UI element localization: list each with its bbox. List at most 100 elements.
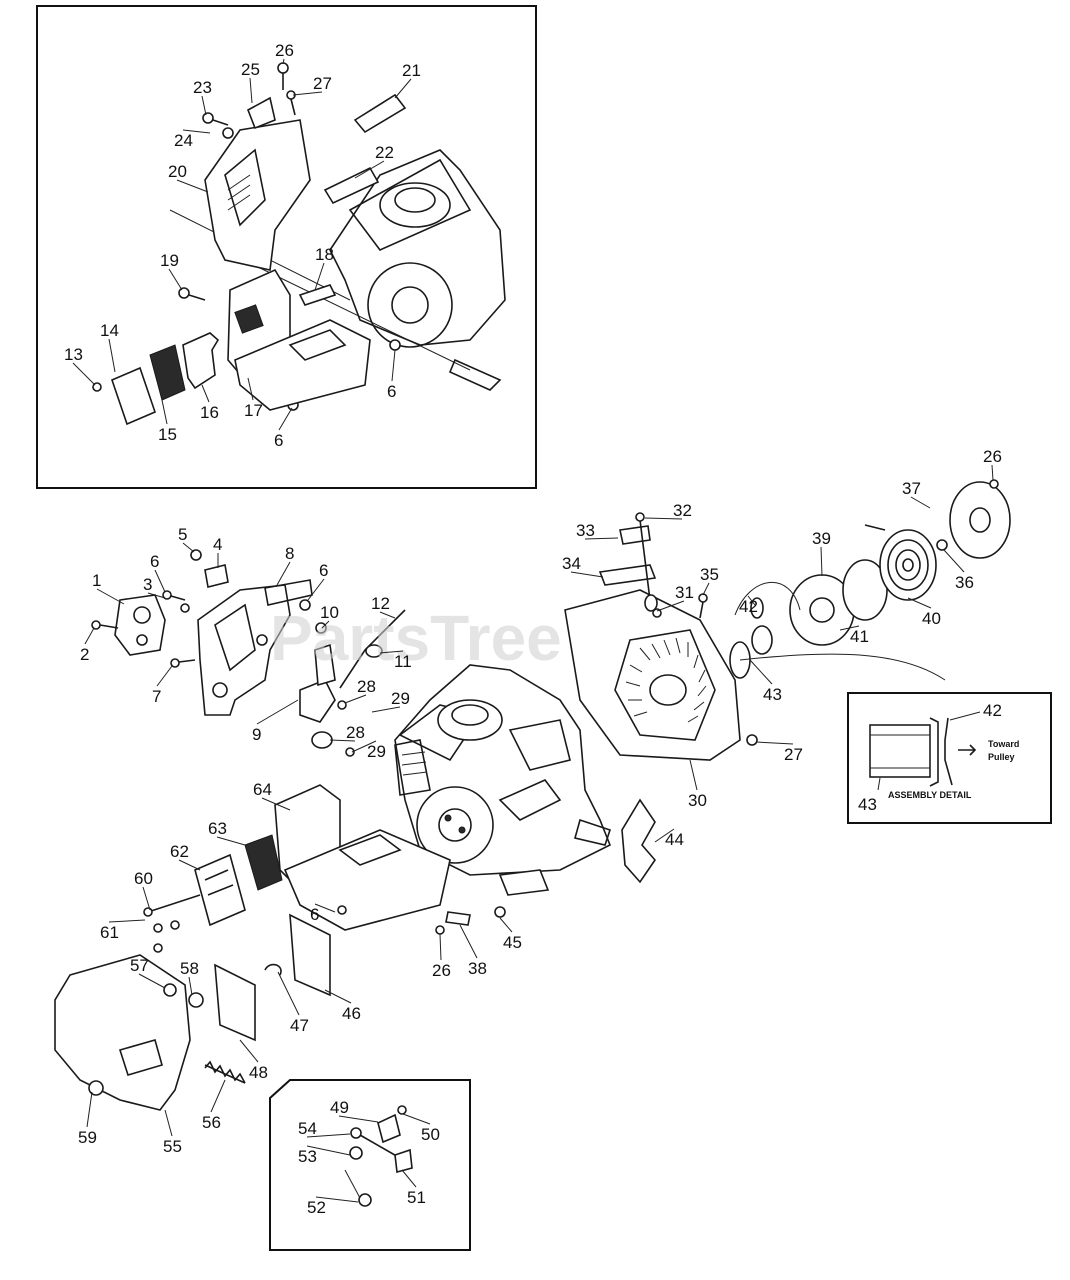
callout-leader-47: [277, 971, 300, 1016]
callout-52: 52: [307, 1198, 326, 1217]
callout-leader-57: [138, 973, 166, 989]
callout-35: 35: [700, 565, 719, 584]
callout-leader-32: [644, 517, 683, 520]
callout-leader-31: [656, 600, 685, 612]
callout-leader-17: [247, 377, 254, 401]
callout-leader-41: [839, 625, 860, 631]
callout-leader-49: [338, 1115, 379, 1123]
callout-36: 36: [955, 573, 974, 592]
callout-6: 6: [387, 382, 396, 401]
callout-leader-58: [188, 976, 193, 996]
callout-leader-13: [72, 362, 96, 386]
callout-leader-59: [86, 1091, 93, 1128]
callout-16: 16: [200, 403, 219, 422]
callout-31: 31: [675, 583, 694, 602]
callout-leader-37: [910, 496, 931, 509]
callout-5: 5: [178, 525, 187, 544]
callout-leader-27: [755, 741, 794, 745]
callout-leader-1: [96, 588, 125, 605]
callout-leader-56: [210, 1079, 226, 1113]
engine-crankcase: [394, 664, 612, 896]
callout-leader-53: [306, 1145, 351, 1156]
callout-54: 54: [298, 1119, 317, 1138]
callout-50: 50: [421, 1125, 440, 1144]
callout-leader-22: [354, 160, 385, 179]
callout-40: 40: [922, 609, 941, 628]
callout-26: 26: [432, 961, 451, 980]
callout-leader-23: [201, 95, 207, 116]
callout-leader-29: [351, 740, 377, 753]
callout-leader-60: [142, 886, 151, 911]
detail-label-42: 42: [983, 701, 1002, 720]
callout-leader-44: [654, 828, 675, 843]
callout-55: 55: [163, 1137, 182, 1156]
callout-56: 56: [202, 1113, 221, 1132]
callout-63: 63: [208, 819, 227, 838]
lever-assembly: [299, 609, 406, 757]
callout-leader-19: [168, 268, 183, 291]
callout-45: 45: [503, 933, 522, 952]
plate-25: [246, 96, 276, 130]
pulley-spring-assembly: [729, 479, 1011, 681]
callout-leader-6: [307, 578, 325, 601]
callout-leader-50: [402, 1113, 431, 1125]
callout-leader-6: [314, 903, 336, 913]
callout-leader-55: [164, 1109, 173, 1137]
callout-18: 18: [315, 245, 334, 264]
callout-leader-6: [154, 569, 166, 593]
callout-leader-15: [161, 399, 168, 425]
muffler-assembly: [143, 784, 451, 953]
callout-leader-52: [315, 1196, 359, 1203]
callout-23: 23: [193, 78, 212, 97]
callout-15: 15: [158, 425, 177, 444]
callout-leader-28: [344, 694, 367, 704]
callout-30: 30: [688, 791, 707, 810]
callout-11: 11: [394, 652, 412, 671]
callout-leader-43: [749, 659, 773, 685]
callout-2: 2: [80, 645, 89, 664]
callout-leader-10: [321, 620, 330, 629]
callout-61: 61: [100, 923, 119, 942]
bottom-inset-frame: [269, 1079, 471, 1251]
callout-leader-39: [820, 546, 823, 577]
callout-leader-63: [216, 836, 246, 846]
inset-engine-block: [169, 149, 506, 391]
callout-leader-25: [249, 77, 253, 104]
handle-bracket: [197, 579, 313, 716]
callout-26: 26: [983, 447, 1002, 466]
callout-59: 59: [78, 1128, 97, 1147]
callout-leader-35: [702, 582, 710, 596]
callout-leader-2: [84, 627, 95, 645]
callout-41: 41: [850, 627, 869, 646]
callout-46: 46: [342, 1004, 361, 1023]
callout-leader-40: [907, 597, 932, 609]
callout-leader-28: [329, 739, 356, 742]
callout-24: 24: [174, 131, 193, 150]
callout-43: 43: [763, 685, 782, 704]
callout-leader-11: [379, 650, 404, 654]
callout-14: 14: [100, 321, 119, 340]
watermark: PartsTree: [270, 602, 562, 674]
callout-20: 20: [168, 162, 187, 181]
callout-leader-64: [261, 797, 291, 811]
callout-leader-51: [401, 1169, 417, 1188]
callout-7: 7: [152, 687, 161, 706]
callout-47: 47: [290, 1016, 309, 1035]
callout-10: 10: [320, 603, 339, 622]
plate-22: [323, 166, 380, 205]
callout-leader-48: [239, 1039, 259, 1063]
callout-34: 34: [562, 554, 581, 573]
callout-leader-24: [182, 129, 211, 134]
callout-leader-5: [182, 542, 195, 553]
callout-leader-45: [499, 917, 513, 933]
callout-49: 49: [330, 1098, 349, 1117]
callout-leader-42: [747, 595, 756, 606]
callout-60: 60: [134, 869, 153, 888]
oil-pump-1: [114, 594, 166, 656]
callout-19: 19: [160, 251, 179, 270]
callout-leader-27: [292, 91, 323, 96]
callout-leader-38: [459, 924, 478, 959]
callout-27: 27: [784, 745, 803, 764]
